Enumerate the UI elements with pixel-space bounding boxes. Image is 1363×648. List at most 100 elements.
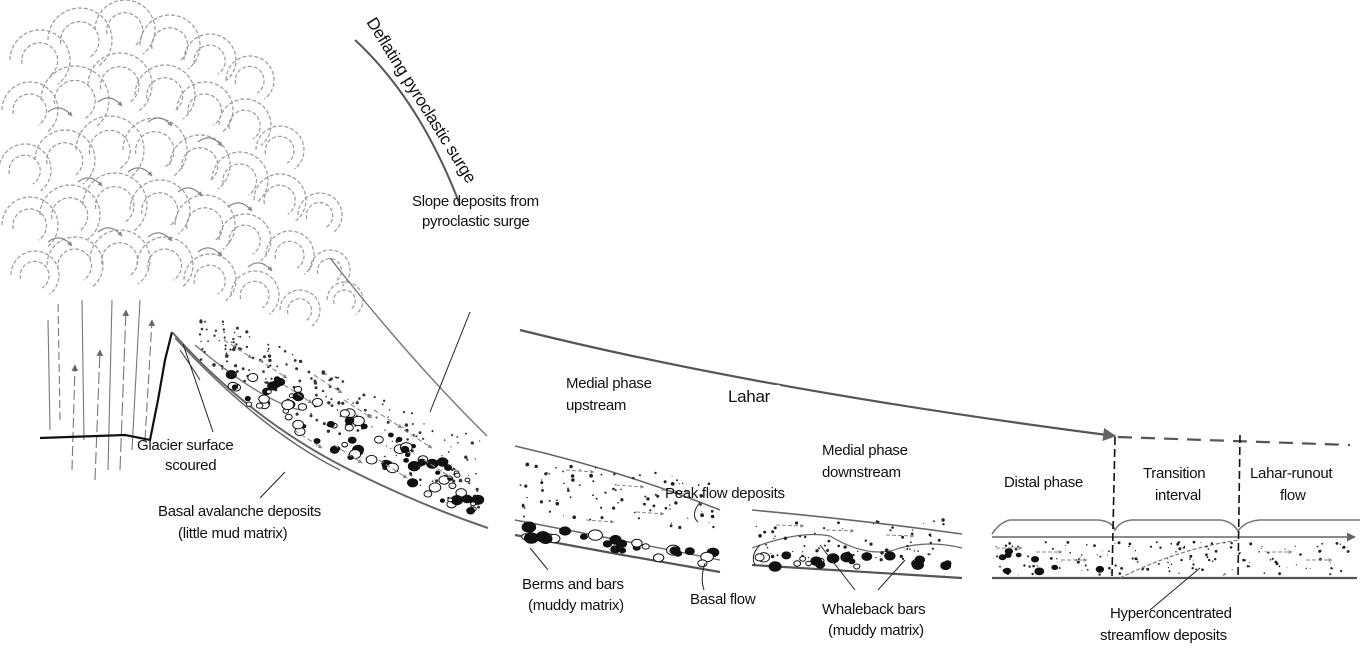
downstream-particle bbox=[795, 521, 798, 524]
distal-particle bbox=[1132, 547, 1133, 548]
distal-particle bbox=[996, 555, 998, 557]
distal-particle bbox=[1206, 546, 1208, 548]
surge-particle bbox=[252, 357, 255, 360]
avalanche-clast bbox=[313, 398, 323, 406]
cloud-puff bbox=[40, 185, 100, 239]
surge-particle bbox=[328, 379, 330, 381]
surge-particle bbox=[215, 330, 217, 332]
surge-particle bbox=[384, 456, 386, 458]
cloud-puff bbox=[170, 135, 230, 189]
upstream-particle bbox=[549, 500, 551, 502]
surge-particle bbox=[276, 365, 278, 367]
avalanche-clast bbox=[448, 476, 453, 480]
cloud-arrow bbox=[148, 118, 172, 126]
upstream-particle bbox=[522, 505, 525, 508]
cloud-puff bbox=[231, 271, 279, 314]
upstream-particle bbox=[655, 494, 657, 496]
surge-particle bbox=[450, 446, 451, 447]
distal-particle bbox=[1279, 566, 1281, 568]
downstream-flow-arrow bbox=[826, 530, 854, 531]
distal-particle bbox=[1189, 555, 1192, 558]
cloud-puff bbox=[11, 251, 59, 294]
glacier-slope bbox=[40, 332, 488, 528]
surge-particle bbox=[337, 409, 338, 410]
surge-particle bbox=[315, 394, 318, 397]
whaleback-clast bbox=[794, 561, 801, 566]
distal-particle bbox=[1249, 562, 1250, 563]
surge-particle bbox=[238, 336, 239, 337]
avalanche-clast bbox=[345, 417, 354, 424]
upstream-particle bbox=[612, 507, 615, 510]
surge-particle bbox=[325, 396, 327, 398]
medial-downstream-label-line1: Medial phase bbox=[822, 442, 908, 459]
distal-particle bbox=[1224, 542, 1225, 543]
cloud-puff-inner bbox=[13, 209, 47, 240]
cloud-puff bbox=[0, 144, 51, 191]
upstream-particle bbox=[644, 496, 646, 498]
surge-particle bbox=[239, 336, 241, 338]
distal-particle bbox=[1231, 542, 1233, 544]
downstream-particle bbox=[923, 523, 924, 524]
surge-particle bbox=[296, 413, 299, 416]
surge-particle bbox=[221, 365, 224, 368]
cloud-puff bbox=[88, 53, 152, 111]
distal-deposits bbox=[995, 541, 1349, 576]
distal-particle bbox=[1276, 562, 1279, 565]
whaleback-clast bbox=[944, 561, 951, 566]
upstream-particle bbox=[563, 515, 564, 516]
distal-particle bbox=[1128, 546, 1130, 548]
whaleback-label-line1: Whaleback bars bbox=[822, 601, 925, 618]
distal-particle bbox=[1201, 568, 1204, 571]
cloud-puff-inner bbox=[107, 13, 143, 46]
distal-particle bbox=[1017, 546, 1019, 548]
downstream-particle bbox=[885, 548, 889, 552]
surge-particle bbox=[204, 321, 206, 323]
downstream-particle bbox=[842, 528, 843, 529]
upstream-particle bbox=[711, 510, 714, 513]
surge-particle bbox=[207, 340, 209, 342]
distal-particle bbox=[1168, 567, 1169, 568]
surge-particle bbox=[412, 423, 414, 425]
downstream-particle bbox=[877, 521, 879, 523]
runout-label-line2: flow bbox=[1280, 487, 1306, 504]
lahar-arrow-dashed bbox=[1118, 437, 1350, 445]
surge-particle bbox=[248, 369, 250, 371]
surge-particle bbox=[223, 332, 225, 334]
distal-particle bbox=[1212, 560, 1214, 562]
cloud-puff bbox=[2, 82, 58, 132]
upstream-particle bbox=[556, 499, 558, 501]
surge-particle bbox=[225, 354, 229, 358]
downstream-particle bbox=[912, 529, 913, 530]
distal-particle bbox=[1287, 567, 1288, 568]
cloud-puff-inner bbox=[52, 198, 88, 231]
downstream-particle bbox=[901, 536, 904, 539]
upstream-particle bbox=[712, 526, 714, 528]
slope-deposits-label-line2: pyroclastic surge bbox=[422, 213, 529, 230]
upstream-particle bbox=[549, 511, 551, 513]
surge-particle bbox=[357, 429, 360, 432]
cloud-puff-inner bbox=[96, 187, 134, 223]
surge-particle bbox=[477, 506, 480, 509]
surge-particle bbox=[226, 353, 228, 355]
avalanche-clast bbox=[429, 483, 441, 492]
surge-particle bbox=[423, 423, 424, 424]
distal-particle bbox=[1347, 550, 1350, 553]
downstream-particle bbox=[824, 545, 826, 547]
upstream-particle bbox=[615, 484, 616, 485]
upstream-particle bbox=[562, 471, 564, 473]
avalanche-clast bbox=[245, 397, 250, 401]
distal-particle bbox=[1146, 568, 1149, 571]
surge-particle bbox=[403, 411, 405, 413]
surge-particle bbox=[459, 479, 463, 483]
upstream-particle bbox=[571, 478, 575, 482]
distal-particle bbox=[1171, 564, 1173, 566]
distal-particle bbox=[1278, 572, 1281, 575]
cloud-puff-inner bbox=[102, 243, 138, 276]
downstream-particle bbox=[763, 531, 766, 534]
downstream-particle bbox=[933, 520, 935, 522]
surge-particle bbox=[390, 448, 391, 449]
upstream-particle bbox=[700, 513, 704, 517]
distal-particle bbox=[1012, 546, 1014, 548]
berm-clast bbox=[603, 541, 611, 547]
downstream-particle bbox=[869, 543, 872, 546]
